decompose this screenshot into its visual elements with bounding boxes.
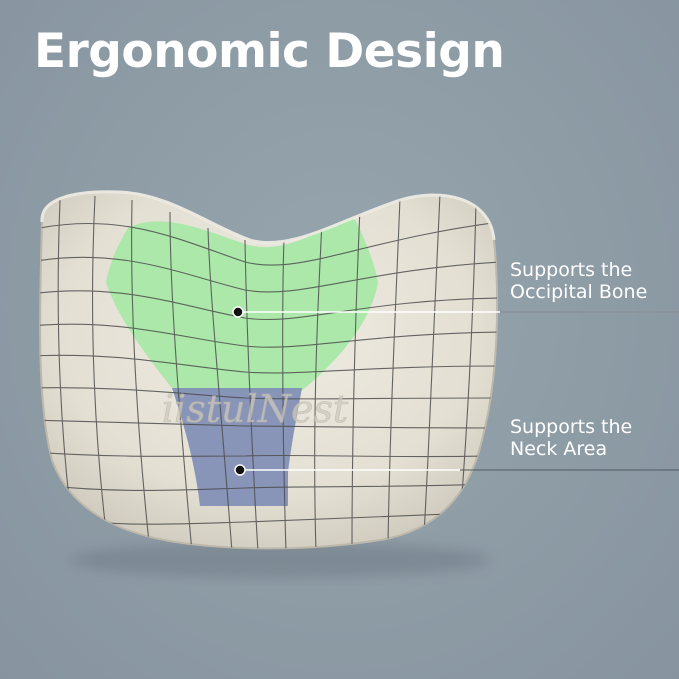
callout-neck-line2: Neck Area <box>510 438 608 460</box>
callout-neck: Supports the Neck Area <box>510 416 632 460</box>
neck-zone <box>172 388 302 506</box>
page-title: Ergonomic Design <box>34 24 505 79</box>
callout-dot-neck <box>234 464 246 476</box>
callout-occipital-line2: Occipital Bone <box>510 281 648 303</box>
callout-occipital: Supports the Occipital Bone <box>510 259 647 303</box>
pillow-shadow <box>70 542 490 578</box>
brand-watermark: iistulNest <box>162 387 349 431</box>
callout-dot-occipital <box>232 306 244 318</box>
pillow-top-seam <box>40 190 496 245</box>
pillow-grid <box>40 193 498 549</box>
callout-neck-line1: Supports the <box>510 416 633 438</box>
occipital-zone <box>106 214 378 392</box>
callout-occipital-line1: Supports the <box>510 259 633 281</box>
